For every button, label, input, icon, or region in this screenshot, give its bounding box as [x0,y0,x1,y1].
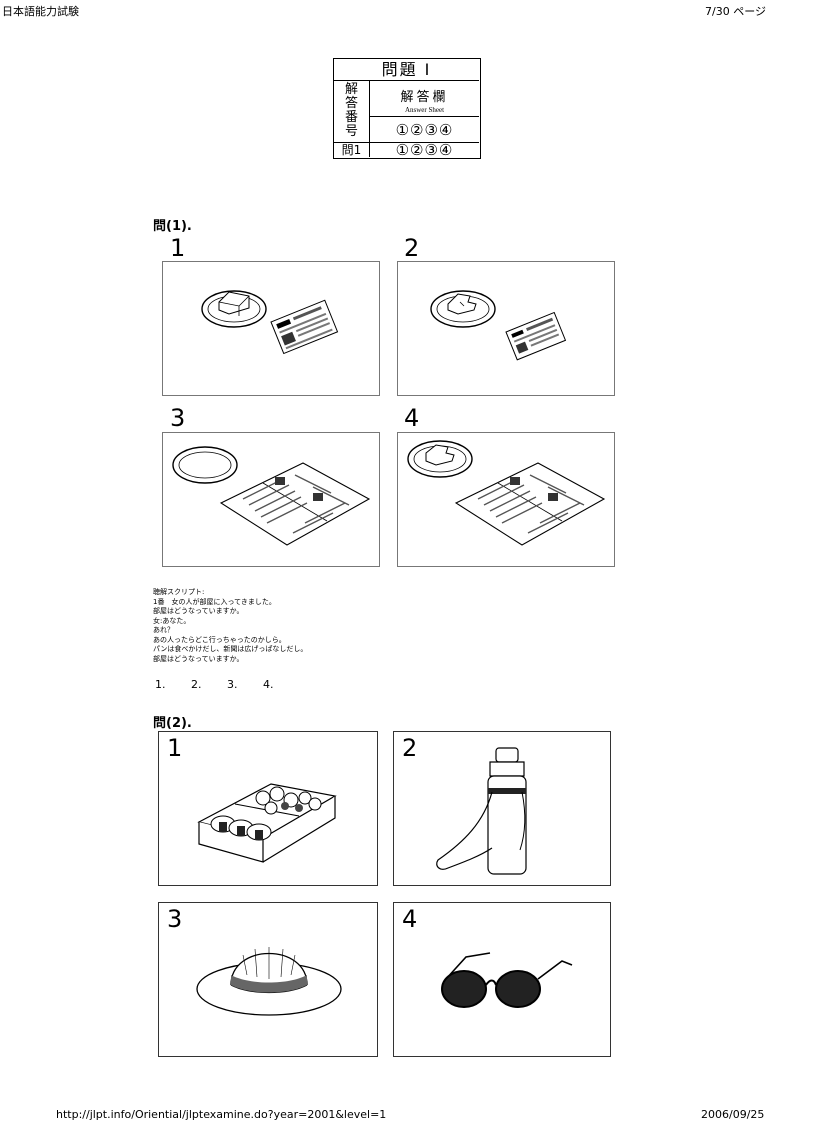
q1-panel1-number: 1 [170,234,186,262]
q1-panel2-image[interactable] [397,261,615,396]
listening-script: 聴解スクリプト: 1番 女の人が部屋に入ってきました。 部屋はどうなっていますか… [153,588,308,663]
footer-url: http://jlpt.info/Oriential/jlptexamine.d… [56,1108,387,1121]
footer-date: 2006/09/25 [701,1108,765,1121]
answer-options-q1[interactable]: ①②③④ [395,141,454,159]
page-counter: 7/30 ページ [705,5,766,18]
q1-panel2-number: 2 [404,234,420,262]
q1-panel3-number: 3 [170,404,186,432]
q2-panel4-number: 4 [402,905,418,933]
q2-panel3-number: 3 [167,905,183,933]
question2-label: 問(2). [153,716,192,731]
q2-panel1-number: 1 [167,734,183,762]
q2-panel2-image[interactable]: 2 [393,731,611,886]
q1-panel4-image[interactable] [397,432,615,567]
q1-panel1-image[interactable] [162,261,380,396]
q2-panel3-image[interactable]: 3 [158,902,378,1057]
answer-number-header: 解 答 番 号 [334,81,370,143]
q2-panel1-image[interactable]: 1 [158,731,378,886]
q1-panel4-number: 4 [404,404,420,432]
header-options: ①②③④ [370,117,479,143]
answer-column-header: 解答欄 Answer Sheet [370,81,479,117]
answer-choice-1[interactable]: 1. [155,678,166,691]
answer-choice-4[interactable]: 4. [263,678,274,691]
answer-sheet-title: 問題 Ⅰ [334,59,479,81]
answer-sheet-table: 問題 Ⅰ 解 答 番 号 解答欄 Answer Sheet ①②③④ 問1 ①②… [333,58,481,159]
q2-panel4-image[interactable]: 4 [393,902,611,1057]
q2-panel2-number: 2 [402,734,418,762]
question1-label: 問(1). [153,219,192,234]
header-title: 日本語能力試験 [2,5,79,18]
q1-panel3-image[interactable] [162,432,380,567]
answer-choices: 1. 2. 3. 4. [155,678,296,691]
answer-choice-3[interactable]: 3. [227,678,238,691]
answer-choice-2[interactable]: 2. [191,678,202,691]
question-row-label: 問1 [334,143,370,157]
